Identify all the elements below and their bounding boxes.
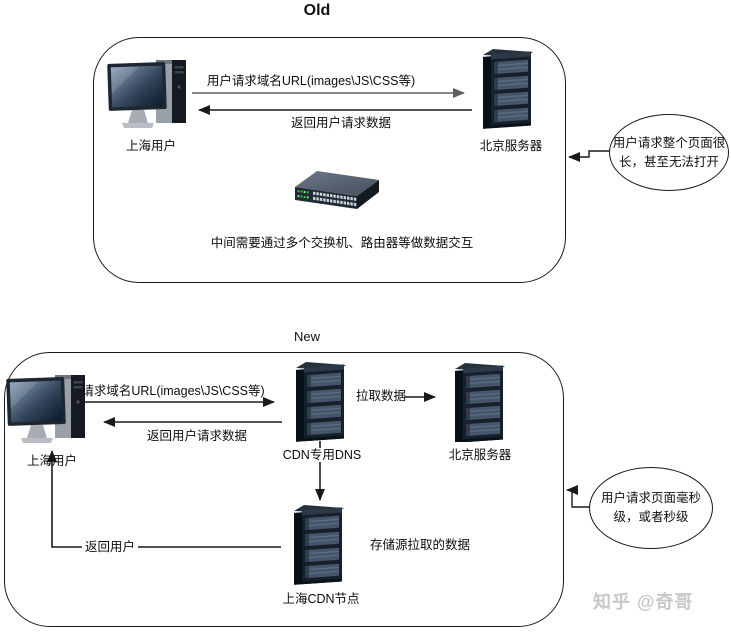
old-request-label: 用户请求域名URL(images\JS\CSS等) xyxy=(206,74,416,88)
pull-data-label: 拉取数据 xyxy=(355,389,406,403)
cdn-node-label: 上海CDN节点 xyxy=(282,592,360,606)
new-panel xyxy=(4,352,564,627)
zhihu-watermark: 知乎 @奇哥 xyxy=(593,592,694,612)
stored-data-label: 存储源拉取的数据 xyxy=(369,538,470,552)
old-panel xyxy=(93,37,566,283)
cdn-node-server-icon xyxy=(292,504,346,588)
old-client-label: 上海用户 xyxy=(125,139,176,153)
network-switch-icon xyxy=(291,168,383,215)
old-title: Old xyxy=(303,2,331,19)
return-user-label: 返回用户 xyxy=(70,540,150,554)
old-callout-text: 用户请求整个页面很长，甚至无法打开 xyxy=(612,135,726,169)
new-origin-server-icon xyxy=(453,362,507,442)
new-callout-arrow xyxy=(566,485,590,508)
cdn-dns-label: CDN专用DNS xyxy=(252,448,392,462)
old-switch-note: 中间需要通过多个交换机、路由器等做数据交互 xyxy=(210,236,474,250)
new-client-label: 上海用户 xyxy=(26,454,77,468)
new-title: New xyxy=(293,329,320,344)
old-callout-arrow xyxy=(568,150,610,162)
new-callout-ellipse: 用户请求页面毫秒级，或者秒级 xyxy=(589,467,713,549)
new-callout-text: 用户请求页面毫秒级，或者秒级 xyxy=(600,491,701,524)
new-response-label: 返回用户请求数据 xyxy=(146,429,247,443)
old-response-label: 返回用户请求数据 xyxy=(290,116,391,130)
old-client-computer-icon xyxy=(106,57,190,137)
new-origin-label: 北京服务器 xyxy=(448,448,512,462)
old-server-rack-icon xyxy=(481,48,535,132)
old-server-label: 北京服务器 xyxy=(479,139,543,153)
new-request-label: 请求域名URL(images\JS\CSS等) xyxy=(81,384,265,398)
old-callout-ellipse: 用户请求整个页面很长，甚至无法打开 xyxy=(609,114,729,191)
